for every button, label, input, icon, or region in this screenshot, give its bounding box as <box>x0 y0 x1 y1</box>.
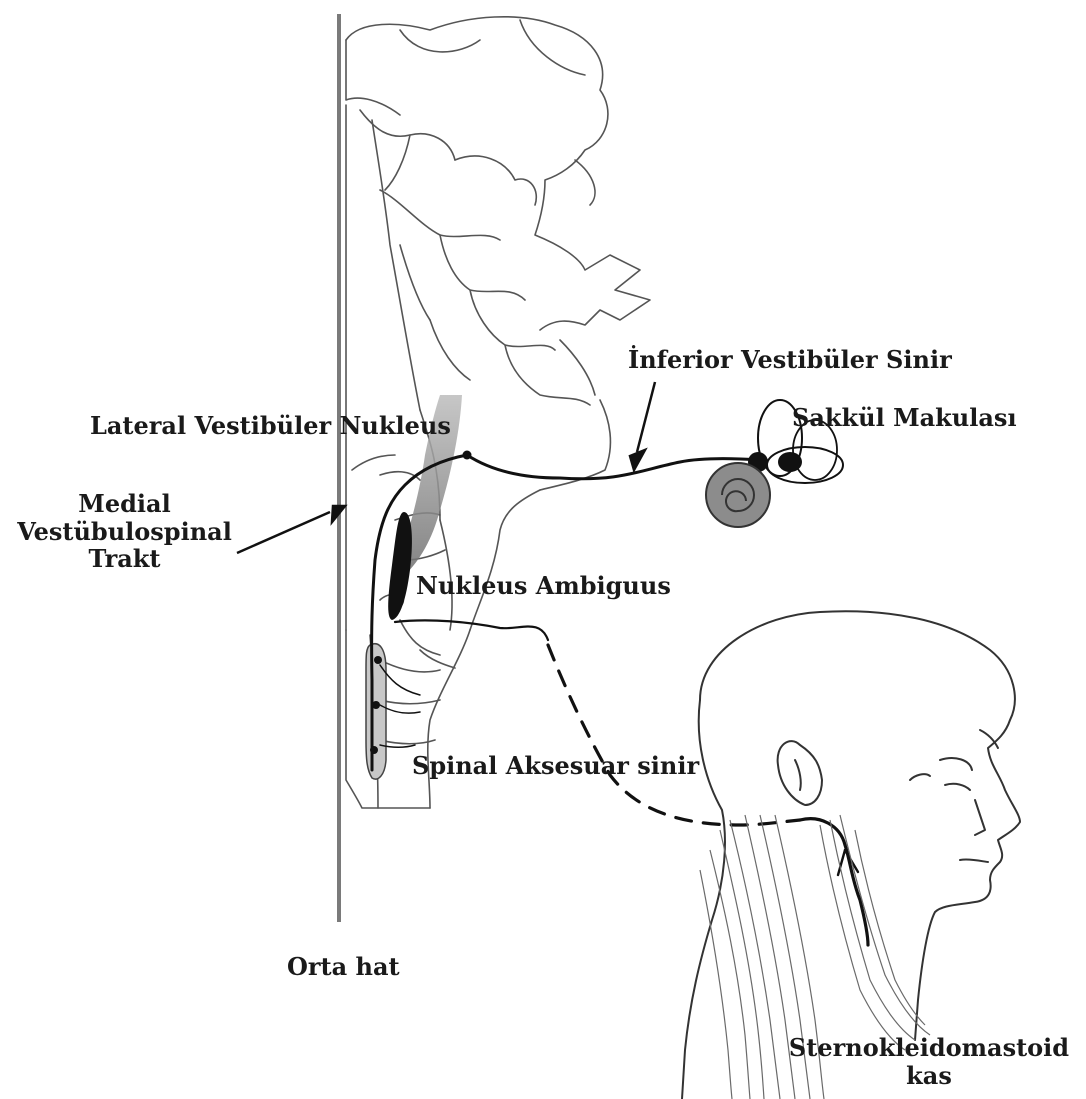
spinal-accessory-column <box>366 644 386 779</box>
saccule-macula-label: Sakkül Makulası <box>792 404 1017 432</box>
nucleus-ambiguus-label: Nukleus Ambiguus <box>416 572 671 600</box>
lateral-vestibular-nucleus-label: Lateral Vestibüler Nukleus <box>90 412 451 440</box>
scm-line-2: kas <box>784 1062 1074 1090</box>
medial-tract-line-2: Vestübulospinal <box>12 518 237 546</box>
scm-line-1: Sternokleidomastoid <box>784 1034 1074 1062</box>
spinal-accessory-nerve-label: Spinal Aksesuar sinir <box>412 752 699 780</box>
nucleus-ambiguus-mark <box>388 512 412 620</box>
sternocleidomastoid-label: Sternokleidomastoid kas <box>784 1034 1074 1089</box>
nerve-pathways <box>372 455 868 945</box>
midline-label: Orta hat <box>287 953 400 981</box>
medial-tract-line-1: Medial <box>12 490 237 518</box>
medial-tract-line-3: Trakt <box>12 545 237 573</box>
cochlea-icon <box>706 463 770 527</box>
head-outline <box>682 611 1020 1099</box>
medial-vestibulospinal-tract-label: Medial Vestübulospinal Trakt <box>12 490 237 573</box>
inferior-vestibular-nerve-label: İnferior Vestibüler Sinir <box>628 346 952 374</box>
